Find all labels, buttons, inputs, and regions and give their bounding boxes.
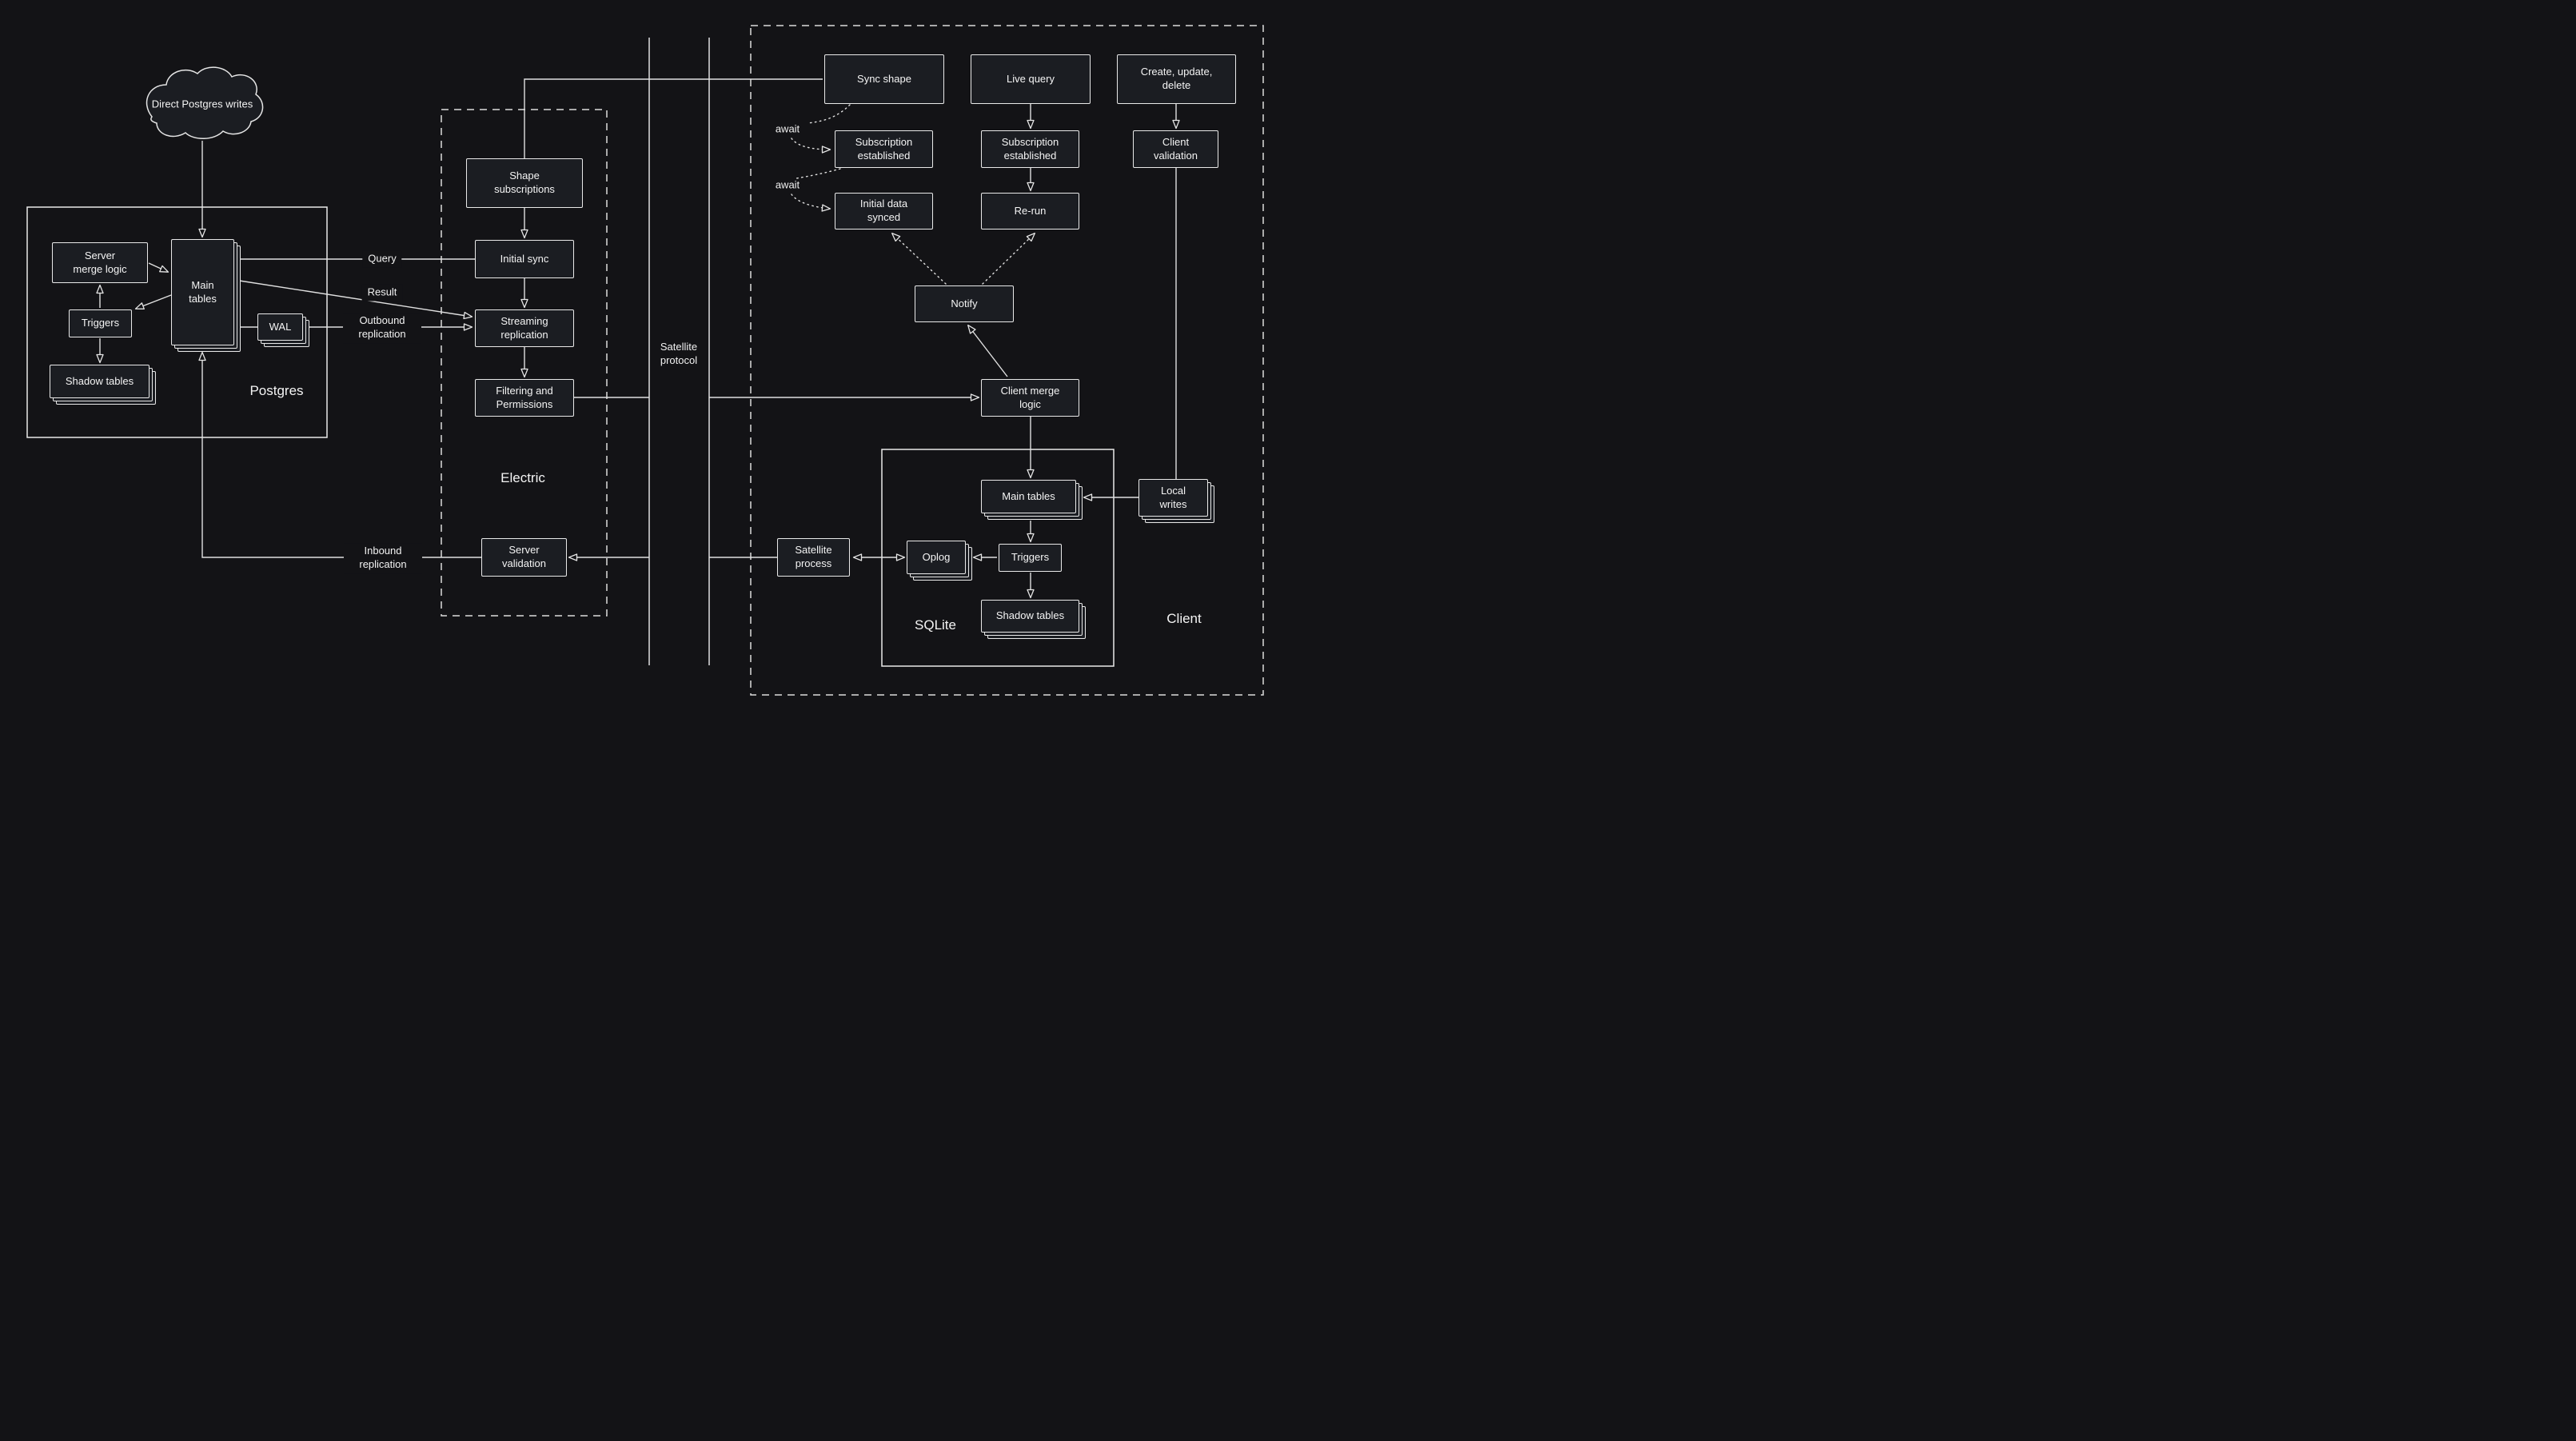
node-filtering-and-permissions: Filtering and Permissions: [475, 379, 574, 417]
node-triggers-postgres: Triggers: [69, 309, 132, 337]
node-subscription-established-shape: Subscription established: [835, 130, 933, 168]
node-client-validation: Client validation: [1133, 130, 1218, 168]
node-streaming-replication: Streaming replication: [475, 309, 574, 347]
node-server-merge-logic: Server merge logic: [52, 242, 148, 283]
arrow-client-merge-logic-to-notify: [967, 324, 1008, 377]
label-await-subscription: await: [775, 122, 800, 135]
arrow-main-tables-to-triggers: [134, 294, 172, 309]
sqlite-title: SQLite: [915, 617, 956, 633]
node-server-validation: Server validation: [481, 538, 567, 577]
dotted-notify-to-initial-data-synced: [891, 233, 947, 285]
node-shadow-tables-postgres: Shadow tables: [50, 365, 150, 398]
node-local-writes: Local writes: [1138, 479, 1208, 517]
dotted-notify-to-rerun: [982, 233, 1036, 285]
label-satellite-protocol: Satellite protocol: [660, 341, 698, 366]
label-query: Query: [362, 250, 402, 268]
cloud-label: Direct Postgres writes: [151, 98, 253, 110]
label-outbound-replication: Outbound replication: [343, 313, 421, 343]
node-main-tables-postgres: Main tables: [171, 239, 234, 345]
node-client-merge-logic: Client merge logic: [981, 379, 1079, 417]
cloud-shape: [146, 66, 264, 139]
arrow-result: [233, 279, 473, 320]
node-triggers-sqlite: Triggers: [999, 544, 1062, 572]
node-wal: WAL: [257, 313, 303, 341]
client-container: [750, 25, 1264, 696]
node-satellite-process: Satellite process: [777, 538, 850, 577]
label-await-initial-data: await: [775, 178, 800, 191]
node-subscription-established-query: Subscription established: [981, 130, 1079, 168]
dotted-sub-established-to-await: [796, 168, 841, 179]
postgres-container: [26, 206, 328, 438]
arrow-merge-logic-to-main-tables: [148, 262, 169, 273]
electric-title: Electric: [500, 470, 545, 485]
dotted-await-to-sub-established: [791, 138, 831, 154]
client-title: Client: [1166, 611, 1202, 626]
arrow-inbound-replication: [198, 351, 481, 558]
node-initial-sync: Initial sync: [475, 240, 574, 278]
node-notify: Notify: [915, 285, 1014, 322]
node-re-run: Re-run: [981, 193, 1079, 230]
cloud-direct-postgres-writes: Direct Postgres writes: [152, 98, 253, 112]
node-initial-data-synced: Initial data synced: [835, 193, 933, 230]
postgres-title: Postgres: [249, 383, 304, 398]
node-oplog: Oplog: [907, 541, 966, 574]
line-shape-subscriptions-to-sync-shape: [524, 78, 823, 158]
node-shadow-tables-sqlite: Shadow tables: [981, 600, 1079, 633]
dotted-sync-shape-to-await: [807, 104, 851, 124]
label-inbound-replication: Inbound replication: [344, 543, 422, 573]
dotted-await-to-initial-data-synced: [791, 194, 831, 212]
node-shape-subscriptions: Shape subscriptions: [466, 158, 583, 208]
diagram-connectors: [26, 25, 1264, 696]
node-live-query: Live query: [971, 54, 1091, 104]
node-sync-shape: Sync shape: [824, 54, 944, 104]
label-result: Result: [361, 284, 403, 301]
node-main-tables-sqlite: Main tables: [981, 480, 1076, 513]
node-create-update-delete: Create, update, delete: [1117, 54, 1236, 104]
sync-architecture-diagram: Direct Postgres writes Server merge logi…: [0, 0, 1288, 720]
